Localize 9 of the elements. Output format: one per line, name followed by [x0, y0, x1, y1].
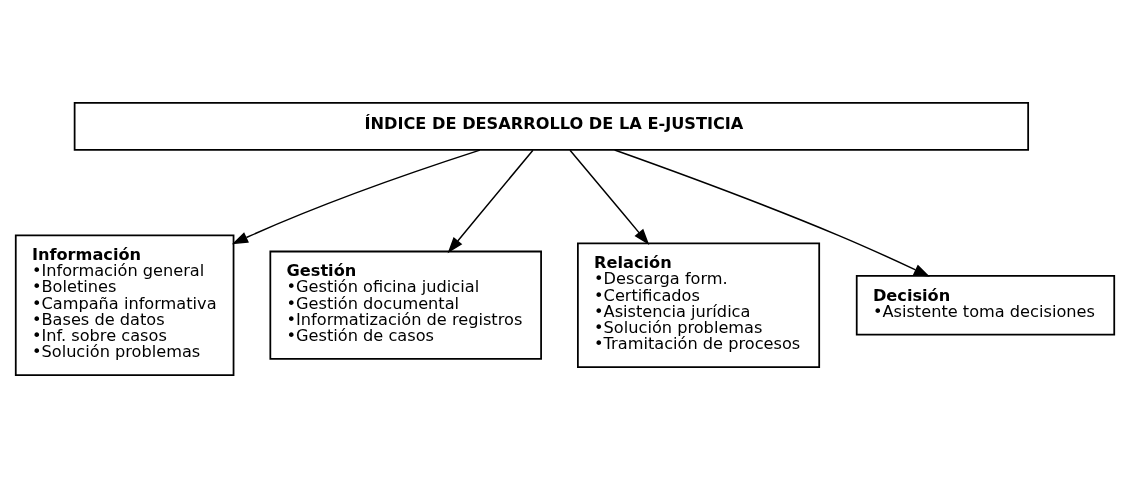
node-box: Decisión •Asistente toma decisiones	[855, 274, 1116, 336]
node-box: ÍNDICE DE DESARROLLO DE LA E-JUSTICIA	[73, 101, 1030, 151]
arrow	[613, 148, 930, 277]
arrow	[569, 148, 650, 245]
node-box: Gestión •Gestión oficina judicial •Gestión documental •Informatización de registros •Gestión de casos	[269, 250, 542, 360]
node-box: Información •Información general •Boletines •Campaña informativa •Bases de datos •Inf. sobre casos •Solución problemas	[14, 233, 235, 376]
arrow	[447, 148, 534, 253]
arrow	[231, 148, 481, 244]
node-box: Relación •Descarga form. •Certificados •Asistencia jurídica •Solución problemas •Tramitación de procesos	[577, 242, 821, 368]
